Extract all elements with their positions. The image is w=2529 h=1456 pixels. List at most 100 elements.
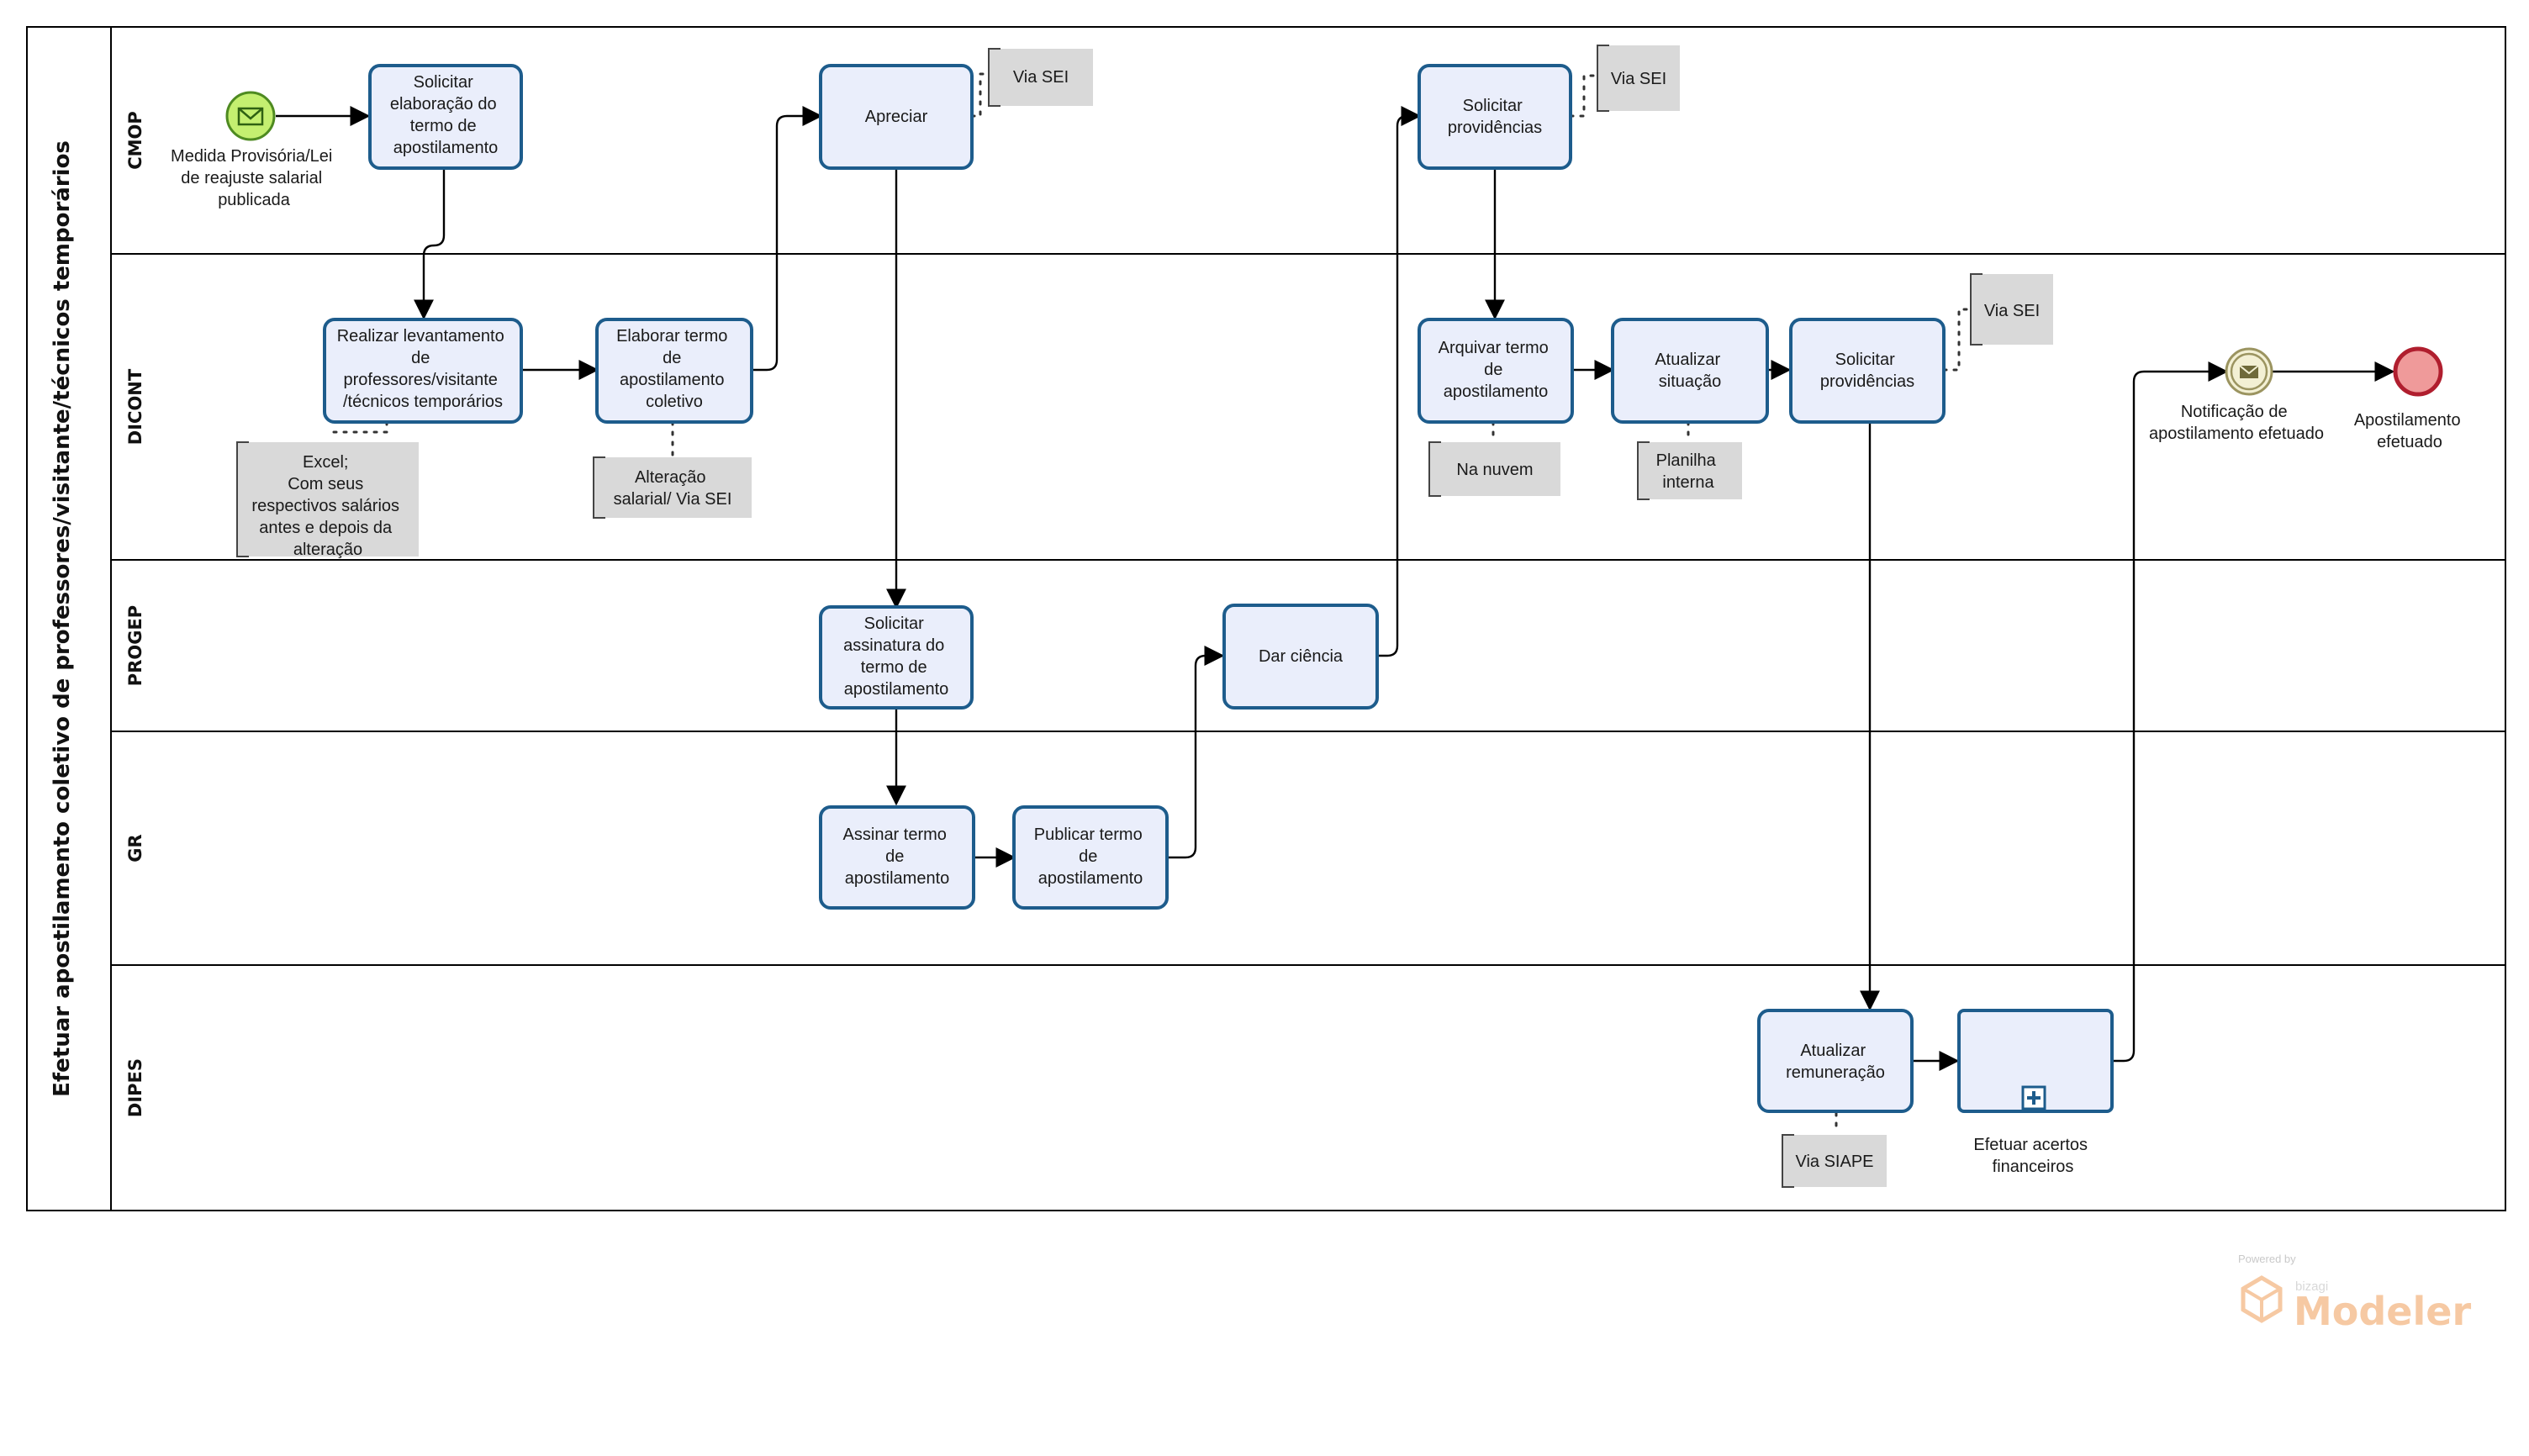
- svg-text:Atualizar remuneração: Atualizar remuneração: [1786, 1042, 1885, 1082]
- task-solicitar-providencias-dicont[interactable]: Solicitar providências: [1789, 318, 1946, 424]
- assoc-apreciar-via-sei: [970, 72, 990, 118]
- task-publicar-termo[interactable]: Publicar termo de apostilamento: [1012, 805, 1169, 910]
- svg-text:Atualizar situação: Atualizar situação: [1655, 351, 1724, 391]
- task-label: providências: [1820, 372, 1914, 391]
- task-label: Realizar levantamento: [337, 327, 504, 346]
- annotation-text: Via SEI: [1013, 68, 1069, 87]
- task-label: termo de: [861, 658, 927, 677]
- task-arquivar-termo[interactable]: Arquivar termo de apostilamento: [1418, 318, 1574, 424]
- svg-text:Solicitar providências: Solicitar providências: [1448, 97, 1542, 137]
- svg-text:Elaborar termo de: Elaborar termo de apostilamento coletivo: [616, 327, 732, 411]
- lane-labels: CMOP DICONT PROGEP GR DIPES: [125, 111, 145, 1117]
- task-label: /técnicos temporários: [343, 393, 503, 411]
- task-label: de: [1484, 361, 1502, 379]
- task-label: remuneração: [1786, 1063, 1885, 1082]
- plus-icon: [2021, 1085, 2046, 1110]
- svg-text:Realizar levantamento de: Realizar levantamento de professores/vis…: [337, 327, 509, 411]
- task-label: de: [663, 349, 681, 367]
- annotation-alteracao: Alteração salarial/ Via SEI: [593, 456, 752, 519]
- task-label: coletivo: [646, 393, 703, 411]
- svg-text:Planilha interna: Planilha interna: [1656, 451, 1721, 492]
- task-label: elaboração do: [390, 95, 497, 113]
- annotation-text: respectivos salários: [251, 497, 399, 515]
- annotation-text: alteração: [293, 541, 362, 559]
- annotation-text: Excel;: [303, 453, 348, 472]
- task-dar-ciencia[interactable]: Dar ciência: [1222, 604, 1379, 710]
- task-label: apostilamento: [1038, 869, 1143, 888]
- task-atualizar-situacao[interactable]: Atualizar situação: [1611, 318, 1769, 424]
- end-event[interactable]: Apostilamento efetuado: [2354, 346, 2465, 451]
- annotation-text: Alteração: [635, 468, 706, 487]
- envelope-icon: [2239, 365, 2259, 378]
- start-event-label: publicada: [218, 191, 291, 209]
- task-label: assinatura do: [843, 636, 944, 655]
- flow-elaborar-to-apreciar: [752, 106, 823, 372]
- annotation-text: interna: [1662, 473, 1714, 492]
- notification-label: apostilamento efetuado: [2149, 425, 2324, 443]
- lane-separators: [111, 253, 2505, 966]
- svg-text:Excel; Com seus re: Excel; Com seus respectivos salários ant…: [251, 453, 404, 559]
- start-event-label: de reajuste salarial: [181, 169, 322, 187]
- lane-dipes: DIPES: [125, 1058, 145, 1117]
- notification-label: Notificação de: [2181, 403, 2288, 421]
- task-label: apostilamento: [393, 139, 499, 157]
- task-solicitar-providencias-cmop[interactable]: Solicitar providências: [1418, 64, 1572, 170]
- task-label: providências: [1448, 119, 1542, 137]
- bizagi-logo-icon: [2241, 1275, 2283, 1323]
- task-label: situação: [1659, 372, 1722, 391]
- task-label: de: [1079, 847, 1097, 866]
- task-label: apostilamento: [620, 371, 725, 389]
- task-label: Solicitar: [414, 73, 473, 92]
- pool-title: Efetuar apostilamento coletivo de profes…: [50, 140, 75, 1097]
- notification-event[interactable]: Notificação de apostilamento efetuado: [2149, 347, 2324, 443]
- sequence-flows: [276, 106, 2395, 1071]
- task-label: termo de: [410, 117, 477, 135]
- task-assinar-termo[interactable]: Assinar termo de apostilamento: [819, 805, 975, 910]
- task-atualizar-remuneracao[interactable]: Atualizar remuneração: [1757, 1009, 1914, 1113]
- annotation-via-siape: Via SIAPE: [1782, 1134, 1887, 1188]
- annotation-text: Planilha: [1656, 451, 1717, 470]
- task-elaborar-termo[interactable]: Elaborar termo de apostilamento coletivo: [595, 318, 753, 424]
- svg-text:Solicitar elaboração do: Solicitar elaboração do termo de apostil…: [390, 73, 501, 157]
- annotation-planilha: Planilha interna: [1637, 441, 1742, 500]
- task-label: Arquivar termo: [1439, 339, 1549, 357]
- task-solicitar-elaboracao[interactable]: Solicitar elaboração do termo de apostil…: [368, 64, 523, 170]
- svg-text:Efetuar acertos financei: Efetuar acertos financeiros: [1973, 1136, 2092, 1176]
- task-label: Assinar termo: [843, 826, 947, 844]
- annotation-text: Com seus: [288, 475, 363, 493]
- task-label: Solicitar: [864, 615, 924, 633]
- end-event-label: Apostilamento: [2354, 411, 2461, 430]
- end-event-label: efetuado: [2377, 433, 2442, 451]
- task-apreciar[interactable]: Apreciar: [819, 64, 974, 170]
- annotation-text: Via SEI: [1984, 302, 2040, 320]
- svg-text:Assinar termo de a: Assinar termo de apostilamento: [843, 826, 952, 888]
- annotation-via-sei-apreciar: Via SEI: [988, 48, 1093, 107]
- flow-publicar-to-ciencia: [1167, 646, 1225, 859]
- subprocess-label: Efetuar acertos: [1973, 1136, 2088, 1154]
- annotation-text: salarial/ Via SEI: [614, 490, 732, 509]
- svg-text:Alteração salarial/ Via: Alteração salarial/ Via SEI: [614, 468, 732, 509]
- start-event[interactable]: Medida Provisória/Lei de reajuste salari…: [171, 91, 337, 209]
- task-solicitar-assinatura[interactable]: Solicitar assinatura do termo de apostil…: [819, 605, 974, 710]
- subprocess-label: financeiros: [1993, 1158, 2074, 1176]
- subprocess-efetuar-acertos[interactable]: Efetuar acertos financeiros: [1957, 1009, 2114, 1176]
- task-label: professores/visitante: [344, 371, 498, 389]
- task-realizar-levantamento[interactable]: Realizar levantamento de professores/vis…: [323, 318, 523, 424]
- annotation-text: Via SIAPE: [1795, 1153, 1873, 1171]
- svg-text:Solicitar assinatura do: Solicitar assinatura do termo de apostil…: [843, 615, 949, 699]
- svg-text:Solicitar providências: Solicitar providências: [1820, 351, 1914, 391]
- annotation-na-nuvem: Na nuvem: [1428, 441, 1560, 497]
- annotation-text: Via SEI: [1611, 70, 1666, 88]
- annotation-excel: Excel; Com seus respectivos salários ant…: [236, 441, 419, 559]
- start-event-label: Medida Provisória/Lei: [171, 147, 332, 166]
- flow-acertos-to-notification: [2112, 361, 2229, 1063]
- task-label: Atualizar: [1800, 1042, 1866, 1060]
- svg-text:Apostilamento efetuado: Apostilamento efetuado: [2354, 411, 2465, 451]
- assoc-dicont-providencias-via-sei: [1942, 308, 1972, 372]
- flow-solicitar-to-levantamento: [414, 168, 446, 320]
- svg-text:Dar ciência: Dar ciência: [1259, 647, 1344, 666]
- svg-text:Notificação de apostilam: Notificação de apostilamento efetuado: [2149, 403, 2324, 443]
- task-label: Apreciar: [865, 108, 928, 126]
- annotation-via-sei-dicont: Via SEI: [1970, 273, 2053, 346]
